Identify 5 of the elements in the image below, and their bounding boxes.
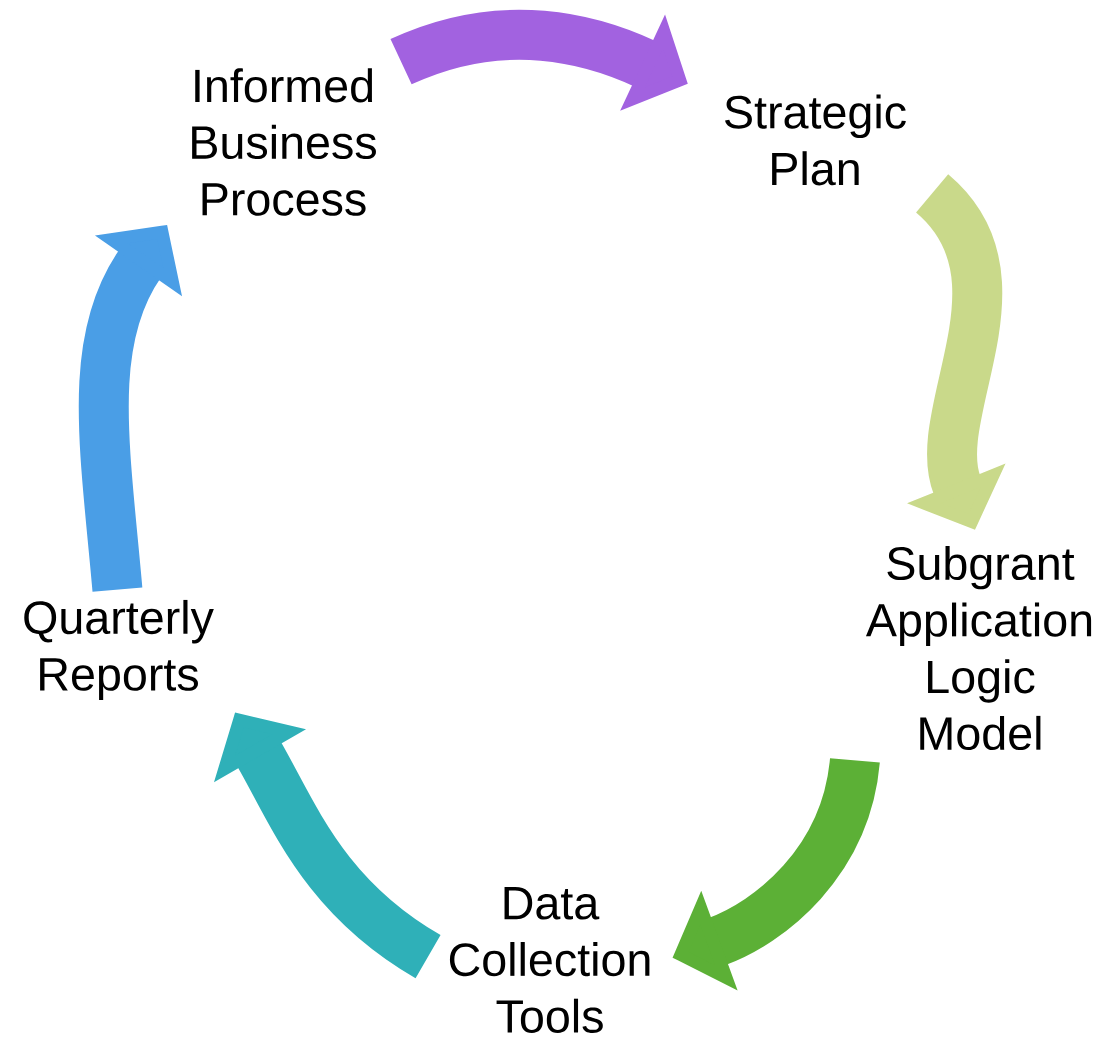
step-label: Informed Business Process [192,68,376,216]
step-label: Strategic Plan [725,94,906,186]
step-label: Data Collection Tools [449,887,650,1033]
step-label: Subgrant Application Logic Model [865,545,1092,751]
step-label: Quarterly Reports [24,599,214,701]
